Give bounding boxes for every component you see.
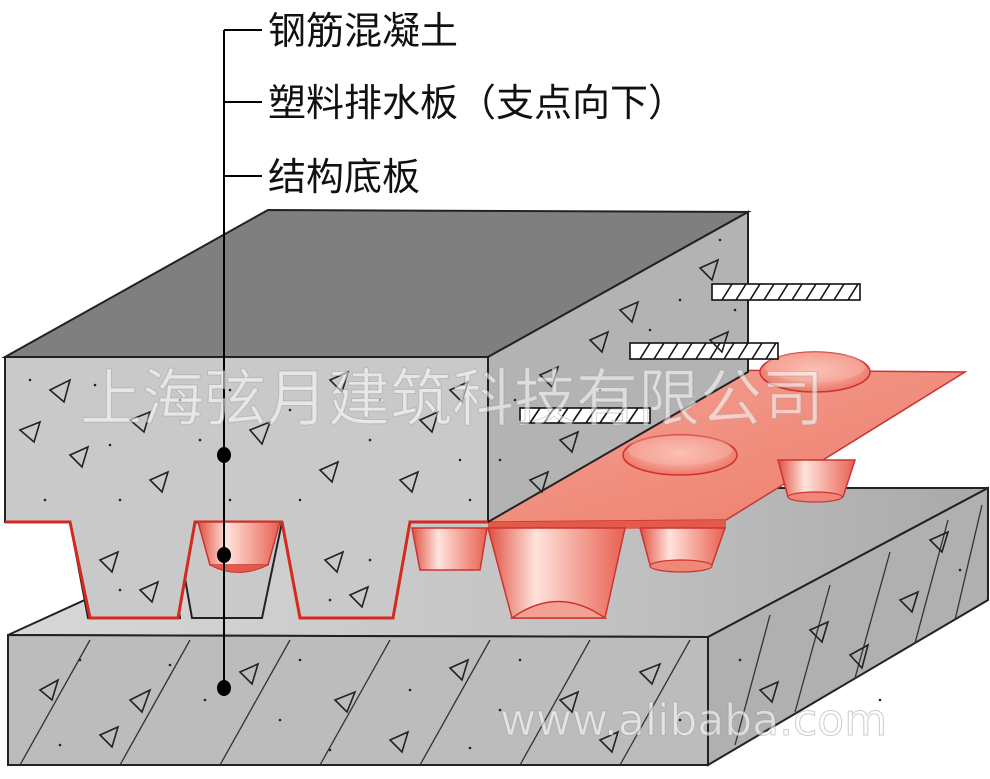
label-structural-base: 结构底板: [268, 155, 420, 199]
concrete-aggregate: [18, 258, 730, 609]
drain-board-dome: [759, 351, 871, 393]
drain-board-dome: [622, 434, 738, 476]
drain-board-stud: [411, 527, 488, 571]
rebar: [711, 283, 861, 301]
leader-dots: [217, 447, 231, 696]
rebar: [519, 407, 651, 424]
plastic-drainage-board: [411, 351, 968, 619]
rebar: [629, 342, 779, 360]
label-plastic-drain-board: 塑料排水板（支点向下）: [268, 81, 686, 125]
base-slab-aggregate: [38, 530, 950, 754]
drain-board-stud: [487, 527, 626, 619]
leader-lines: [223, 29, 262, 690]
base-slab-hatching: [19, 504, 983, 766]
watermark-site: www.alibaba.com: [500, 695, 887, 746]
concrete-dots: [28, 238, 737, 602]
base-slab-dots: [58, 568, 962, 752]
label-rebar-concrete: 钢筋混凝土: [268, 9, 458, 53]
drain-board-stud: [639, 527, 727, 573]
watermark-company: 上海弦月建筑科技有限公司: [80, 362, 824, 435]
leader-dot-drain-board: [217, 547, 231, 563]
drain-board-stud: [777, 459, 857, 503]
drain-board-stud: [197, 521, 281, 573]
leader-dot-base: [217, 680, 231, 696]
leader-dot-concrete: [217, 447, 231, 463]
base-slab-side-face: [707, 486, 989, 767]
